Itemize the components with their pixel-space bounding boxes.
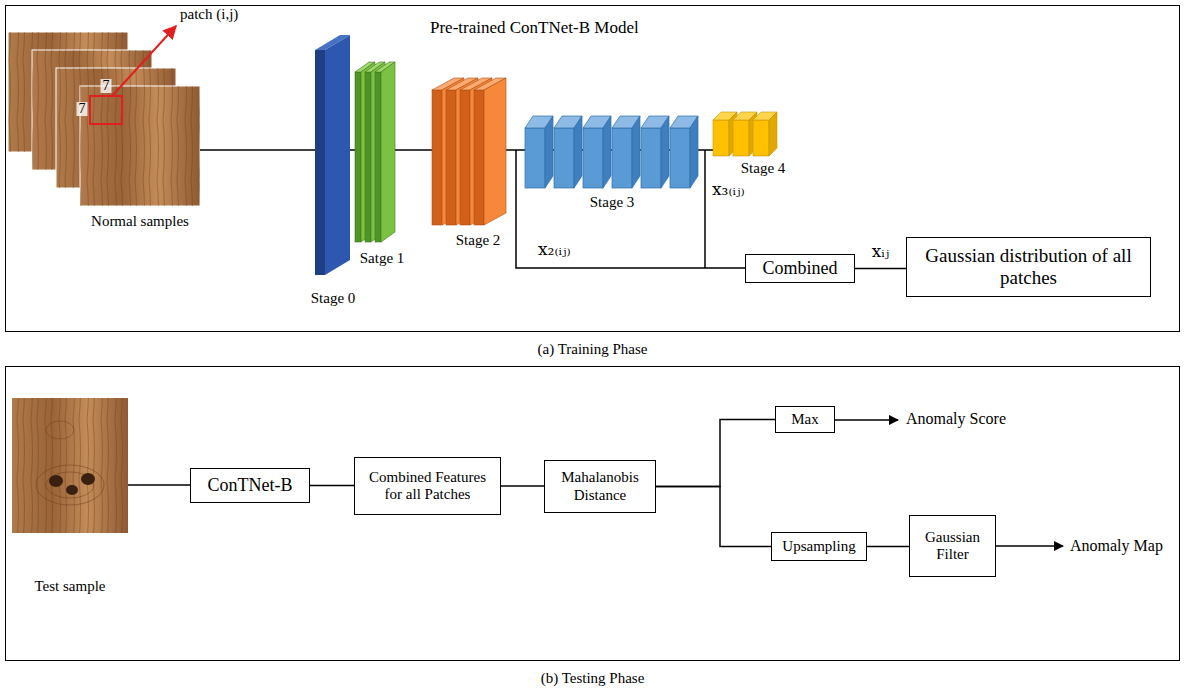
- text-label: Stage 2: [456, 232, 501, 249]
- test-sample-image: [12, 398, 128, 533]
- stage-3-block: [670, 116, 698, 188]
- connector-line: [501, 485, 544, 487]
- text-label: Satge 1: [360, 250, 405, 267]
- text-label: Stage 3: [590, 194, 635, 211]
- stage-3-block: [525, 116, 553, 188]
- connector-line: [855, 268, 906, 270]
- output-arrow: [835, 419, 898, 421]
- text-label: Pre-trained ConTNet-B Model: [430, 18, 639, 38]
- knot: [66, 485, 78, 495]
- connector-line: [867, 546, 909, 548]
- edge-label: xᵢⱼ: [872, 242, 890, 262]
- patch-arrow: [112, 26, 176, 96]
- connector-line: [656, 420, 775, 487]
- process-box: Combined: [745, 254, 855, 283]
- stage-4-block: [753, 112, 777, 156]
- knot: [81, 473, 95, 485]
- text-label: patch (i,j): [180, 6, 238, 23]
- wood-grain: [12, 398, 128, 533]
- process-box: Upsampling: [771, 532, 867, 561]
- knot-ring: [46, 421, 74, 439]
- knot-ring: [46, 472, 94, 498]
- patch-square: [90, 96, 122, 124]
- box-text: Gaussian distribution of all patches: [914, 245, 1143, 289]
- feature-label: x₃₍ᵢⱼ₎: [712, 180, 745, 200]
- stage-2-block: [474, 78, 506, 225]
- process-box: Gaussian distribution of all patches: [906, 237, 1151, 297]
- text-label: Stage 0: [311, 290, 356, 307]
- stage-3-block: [583, 116, 611, 188]
- box-text: Combined: [763, 258, 838, 279]
- wood-sample: [12, 398, 128, 533]
- feature-branch-line: [704, 150, 706, 268]
- text-label: Anomaly Score: [906, 410, 1006, 428]
- process-box: Mahalanobis Distance: [544, 460, 656, 513]
- text-label: Anomaly Map: [1070, 537, 1163, 555]
- process-box: ConTNet-B: [190, 468, 310, 503]
- box-text: Combined Features for all Patches: [362, 469, 493, 504]
- panel-caption: (a) Training Phase: [6, 341, 1179, 358]
- box-text: Upsampling: [782, 538, 855, 555]
- text-label: Normal samples: [91, 213, 189, 230]
- connector-line: [656, 487, 771, 547]
- box-text: Max: [791, 411, 819, 428]
- wood-sample: [80, 86, 200, 206]
- box-text: Mahalanobis Distance: [552, 469, 648, 504]
- connector-line: [310, 485, 354, 487]
- input-line: [128, 484, 190, 486]
- process-box: Max: [775, 406, 835, 433]
- feature-label: x₂₍ᵢⱼ₎: [538, 240, 571, 260]
- dimension-label: 7: [77, 102, 88, 116]
- dimension-label: 7: [101, 79, 112, 93]
- box-text: Gaussian Filter: [917, 529, 988, 564]
- box-text: ConTNet-B: [208, 475, 293, 496]
- phase-panel: (a) Training PhaseCombinedGaussian distr…: [5, 5, 1180, 332]
- panel-caption: (b) Testing Phase: [6, 670, 1179, 687]
- knot-ring: [36, 465, 104, 505]
- process-box: Combined Features for all Patches: [354, 457, 501, 515]
- normal-samples-image: [8, 26, 200, 206]
- stage-0-block: [315, 35, 350, 275]
- stage-3-block: [554, 116, 582, 188]
- wood-grain: [80, 86, 200, 206]
- text-label: Test sample: [34, 578, 105, 595]
- stage-1-block: [375, 62, 395, 242]
- text-label: Stage 4: [741, 160, 786, 177]
- process-box: Gaussian Filter: [909, 515, 996, 577]
- knot: [49, 475, 63, 487]
- stage-3-block: [612, 116, 640, 188]
- output-arrow: [995, 545, 1063, 547]
- stage-3-block: [641, 116, 669, 188]
